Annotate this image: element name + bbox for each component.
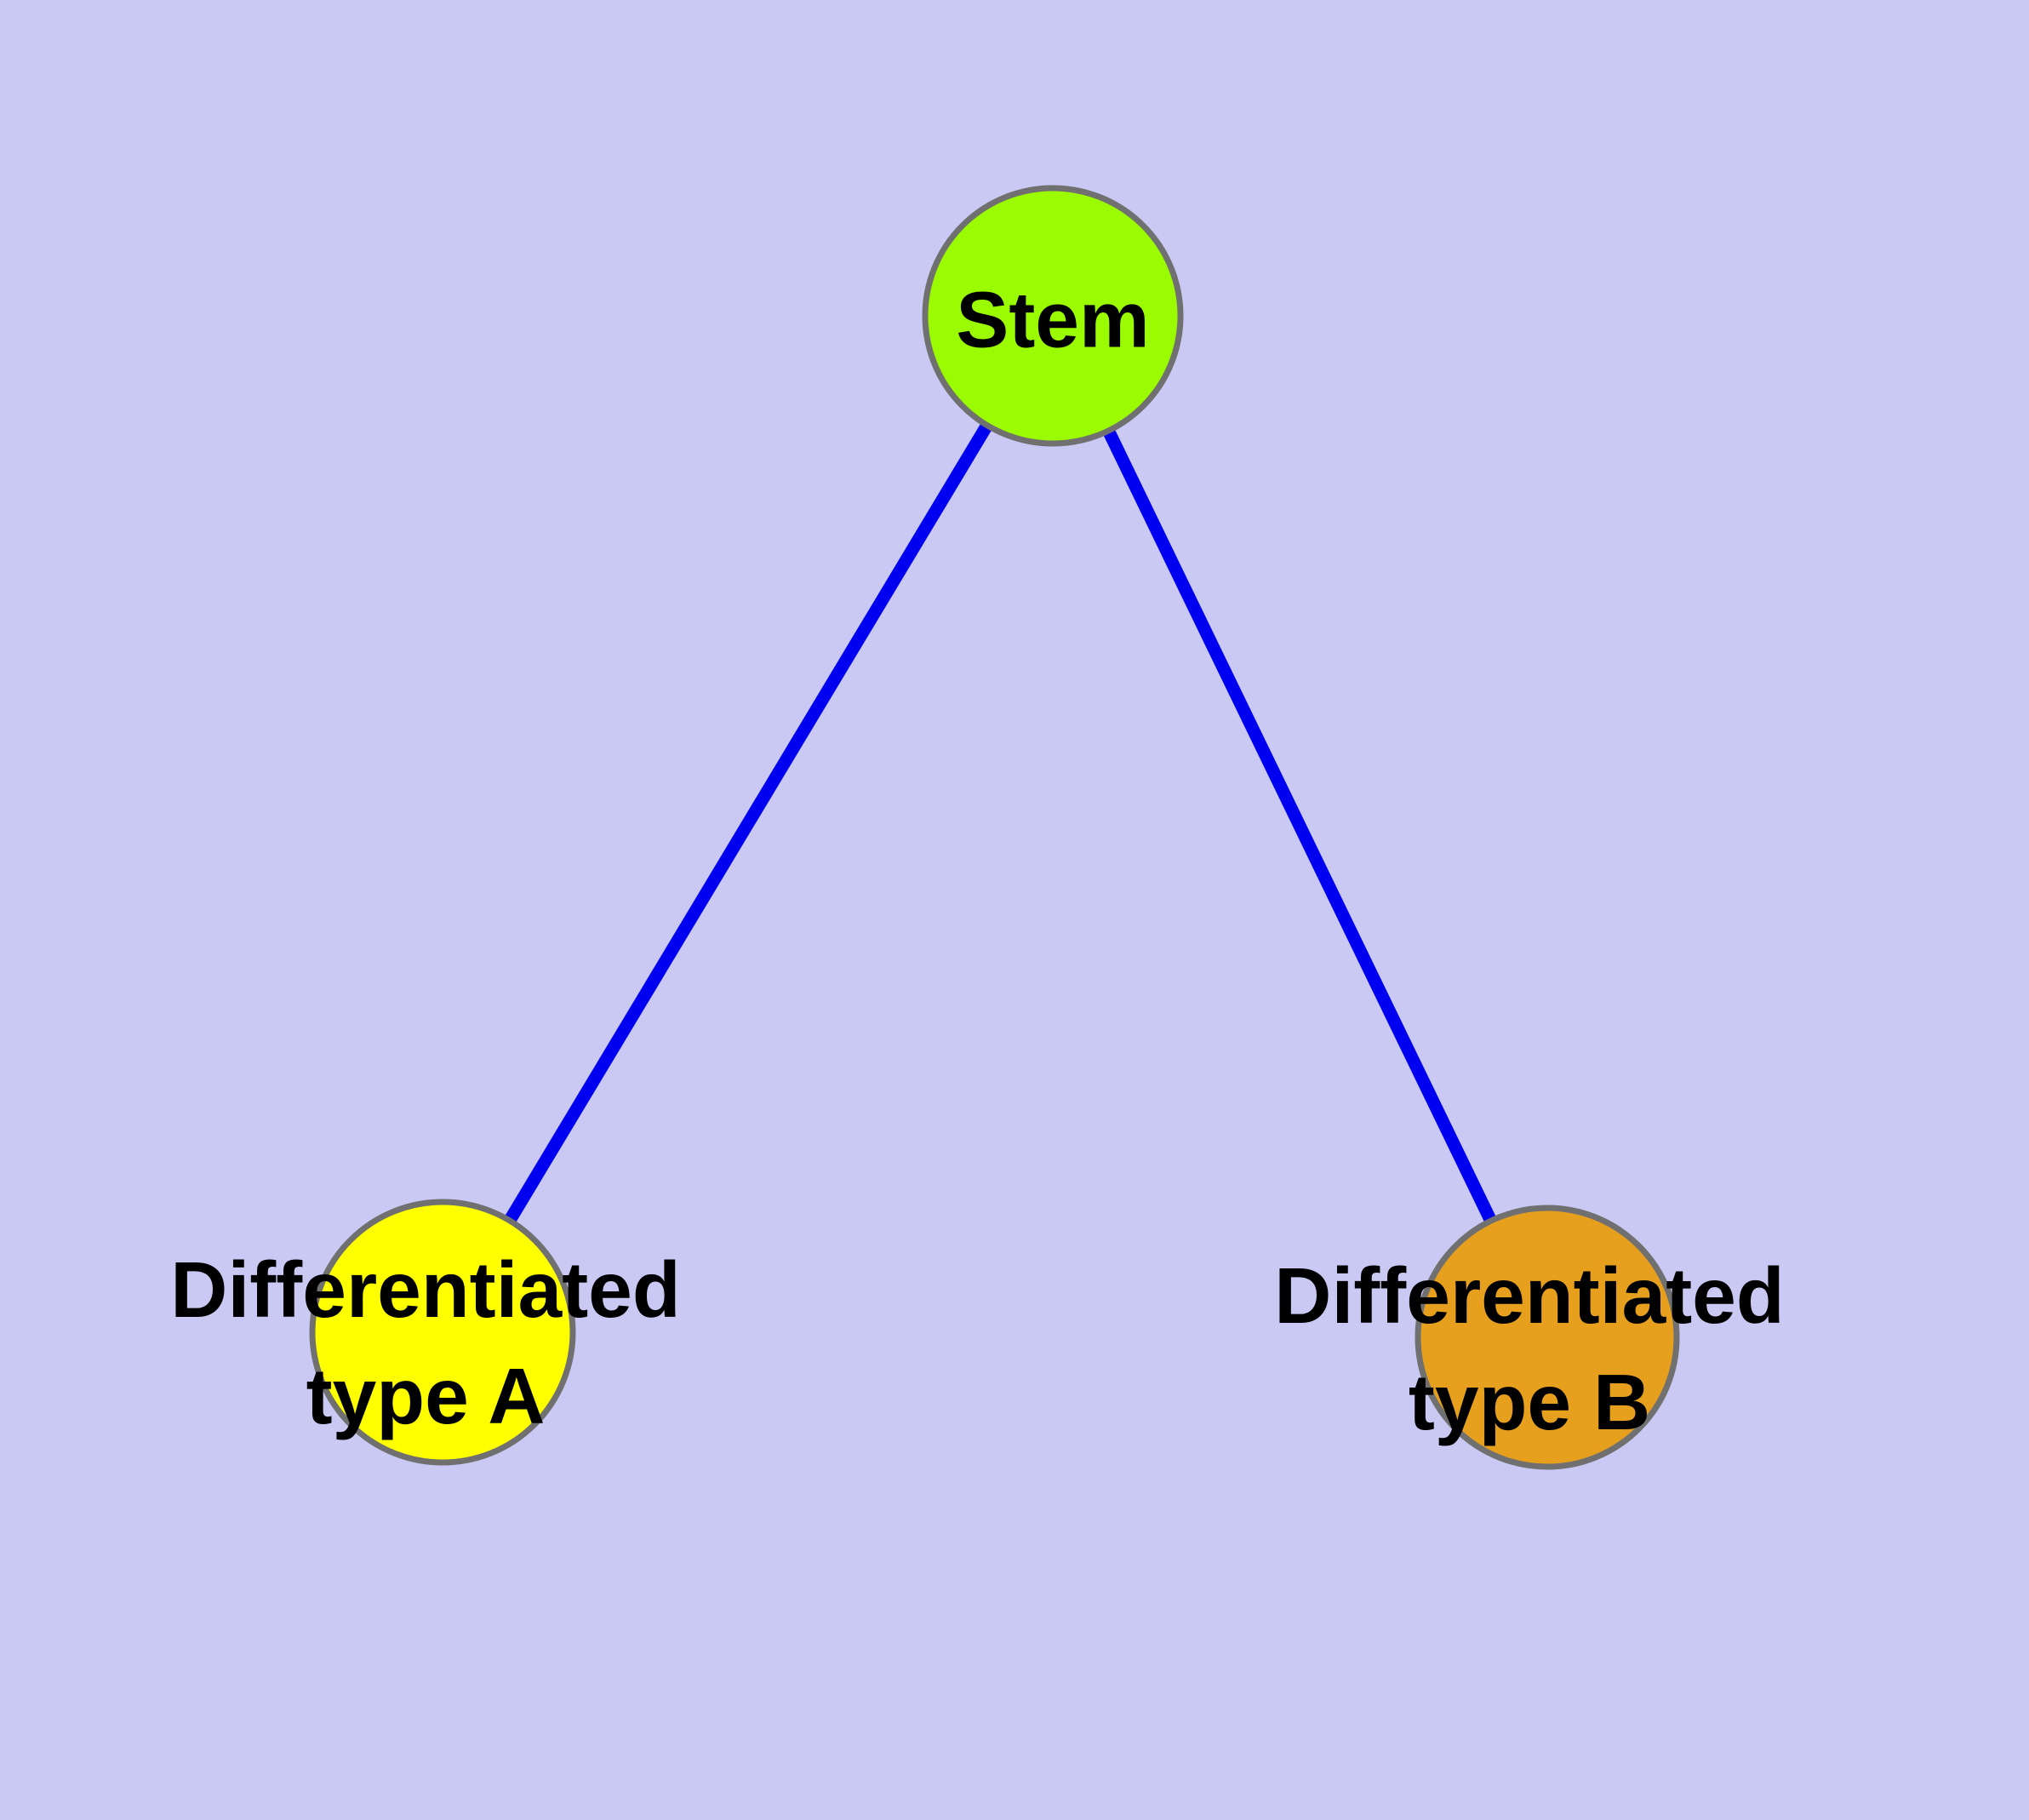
- node-circle-type-a[interactable]: [309, 1199, 576, 1466]
- edge-stem-type-a: [437, 312, 1059, 1336]
- node-circle-stem[interactable]: [922, 185, 1184, 447]
- node-circle-type-b[interactable]: [1415, 1205, 1680, 1470]
- edge-stem-type-b: [1047, 312, 1553, 1341]
